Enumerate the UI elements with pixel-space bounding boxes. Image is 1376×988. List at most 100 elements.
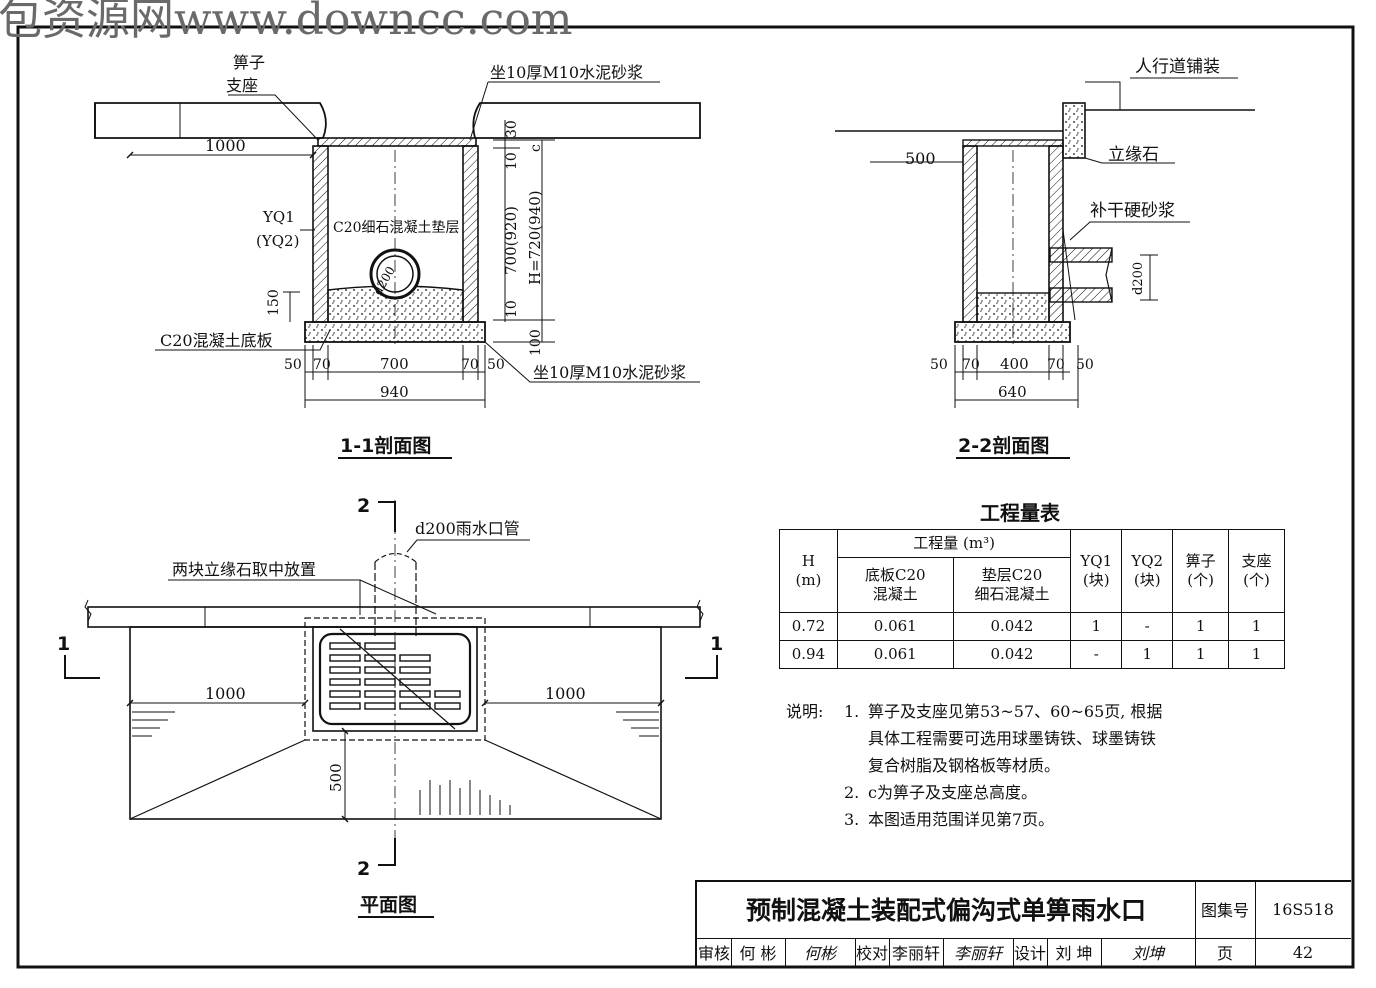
table-row: 0.94 0.061 0.042 - 1 1 1: [779, 640, 1285, 669]
dim-50b: 50: [487, 357, 505, 373]
yq2-label: YQ2: [1131, 552, 1164, 570]
label-paving: 人行道铺装: [1135, 57, 1220, 77]
dim-h: H=720(940): [526, 190, 544, 285]
note-line: 复合树脂及钢格板等材质。: [868, 756, 1061, 775]
quantity-table-title: 工程量表: [980, 501, 1061, 525]
dim-70b-s2: 70: [1047, 357, 1065, 373]
check-name: 李丽轩: [889, 938, 944, 966]
cell-fill: 0.042: [952, 640, 1072, 669]
support-unit: (个): [1243, 571, 1270, 589]
section-mark-1-right: 1: [710, 633, 723, 655]
cell-support: 1: [1228, 612, 1285, 641]
section-mark-2-top: 2: [357, 495, 370, 517]
review-signature: 何彬: [785, 938, 856, 966]
dim-50b-s2: 50: [1076, 357, 1094, 373]
cell-yq2: -: [1121, 612, 1174, 641]
label-mortar-top: 坐10厚M10水泥砂浆: [490, 63, 643, 82]
base-label: 底板C20: [864, 566, 926, 584]
dim-400: 400: [1000, 355, 1029, 373]
section-mark-1-left: 1: [57, 633, 70, 655]
page-number: 42: [1292, 942, 1314, 962]
design-name: 刘 坤: [1047, 938, 1102, 966]
dim-940: 940: [380, 383, 409, 401]
dim-30: 30: [504, 120, 520, 138]
section-mark-2-bottom: 2: [357, 858, 370, 880]
base-label-2: 混凝土: [872, 585, 918, 603]
col-support: 支座(个): [1228, 529, 1285, 613]
dim-50a: 50: [284, 357, 302, 373]
caption-section-2-2: 2-2剖面图: [958, 434, 1049, 457]
label-curb-2: 立缘石: [1108, 145, 1159, 165]
cell-base: 0.061: [836, 640, 954, 669]
cell-h: 0.72: [779, 612, 838, 641]
plan-view: [64, 500, 718, 866]
col-h: H(m): [779, 529, 838, 613]
note-number: 3.: [844, 810, 860, 829]
dim-100: 100: [528, 329, 544, 356]
label-wall-alt: (YQ2): [256, 232, 299, 250]
h-label: H: [801, 552, 815, 570]
dim-640: 640: [998, 383, 1027, 401]
label-fill: C20细石混凝土垫层: [333, 220, 460, 236]
dim-1000-left: 1000: [205, 684, 246, 703]
col-yq2: YQ2(块): [1121, 529, 1174, 613]
design-label: 设计: [1013, 938, 1048, 966]
title-block: 预制混凝土装配式偏沟式单箅雨水口 图集号 16S518 审核 何 彬 何彬 校对…: [695, 880, 1351, 966]
dim-70a-s2: 70: [962, 357, 980, 373]
cell-fill: 0.042: [952, 612, 1072, 641]
cell-yq1: -: [1070, 640, 1123, 669]
atlas-number: 16S518: [1255, 880, 1351, 939]
label-wall: YQ1: [262, 208, 295, 226]
caption-section-1-1: 1-1剖面图: [340, 434, 431, 457]
dim-d200-s2: d200: [1131, 262, 1146, 295]
design-signature: 刘坤: [1101, 938, 1196, 966]
grate-label: 箅子: [1185, 552, 1216, 570]
yq1-unit: (块): [1082, 571, 1110, 589]
fill-label-2: 细石混凝土: [974, 585, 1050, 603]
dim-1000-right: 1000: [545, 684, 586, 703]
table-row: 0.72 0.061 0.042 1 - 1 1: [779, 612, 1285, 641]
col-yq1: YQ1(块): [1070, 529, 1123, 613]
review-label: 审核: [697, 938, 732, 966]
cell-base: 0.061: [836, 612, 954, 641]
col-grate: 箅子(个): [1172, 529, 1230, 613]
note-number: 1.: [844, 702, 860, 721]
dim-150: 150: [266, 289, 282, 316]
cell-h: 0.94: [779, 640, 838, 669]
section-2-2: [835, 81, 1255, 408]
label-mortar-bottom: 坐10厚M10水泥砂浆: [533, 363, 686, 382]
dim-10a: 10: [504, 152, 520, 170]
dim-500-plan: 500: [327, 763, 345, 792]
dim-700w: 700: [380, 355, 409, 373]
dim-70a: 70: [313, 357, 331, 373]
note-line: 本图适用范围详见第7页。: [868, 810, 1055, 829]
dim-c: c: [528, 144, 544, 152]
note-line: c为箅子及支座总高度。: [868, 783, 1037, 802]
label-pipe-plan: d200雨水口管: [415, 519, 520, 538]
notes-label: 说明:: [786, 702, 824, 721]
yq2-unit: (块): [1133, 571, 1161, 589]
dim-1000: 1000: [205, 136, 246, 155]
caption-plan: 平面图: [360, 894, 417, 916]
label-mortar-2: 补干硬砂浆: [1090, 201, 1175, 221]
support-label: 支座: [1241, 552, 1272, 570]
watermark: 包资源网www.downcc.com: [0, 0, 573, 45]
dim-70b: 70: [461, 357, 479, 373]
yq1-label: YQ1: [1080, 552, 1113, 570]
dim-10b: 10: [504, 300, 520, 318]
drawing-border: [16, 25, 1355, 969]
check-signature: 李丽轩: [943, 938, 1014, 966]
note-line: 箅子及支座见第53~57、60~65页, 根据: [868, 702, 1163, 721]
label-support: 支座: [226, 76, 258, 95]
review-name: 何 彬: [731, 938, 786, 966]
cell-grate: 1: [1172, 612, 1230, 641]
atlas-label: 图集号: [1195, 880, 1256, 939]
drawing-title: 预制混凝土装配式偏沟式单箅雨水口: [697, 880, 1196, 939]
quantity-table: H(m) 工程量 (m³) YQ1(块) YQ2(块) 箅子(个) 支座(个) …: [779, 529, 1285, 669]
page-label: 页: [1195, 938, 1256, 966]
cell-yq1: 1: [1070, 612, 1123, 641]
label-grate: 箅子: [233, 53, 265, 72]
